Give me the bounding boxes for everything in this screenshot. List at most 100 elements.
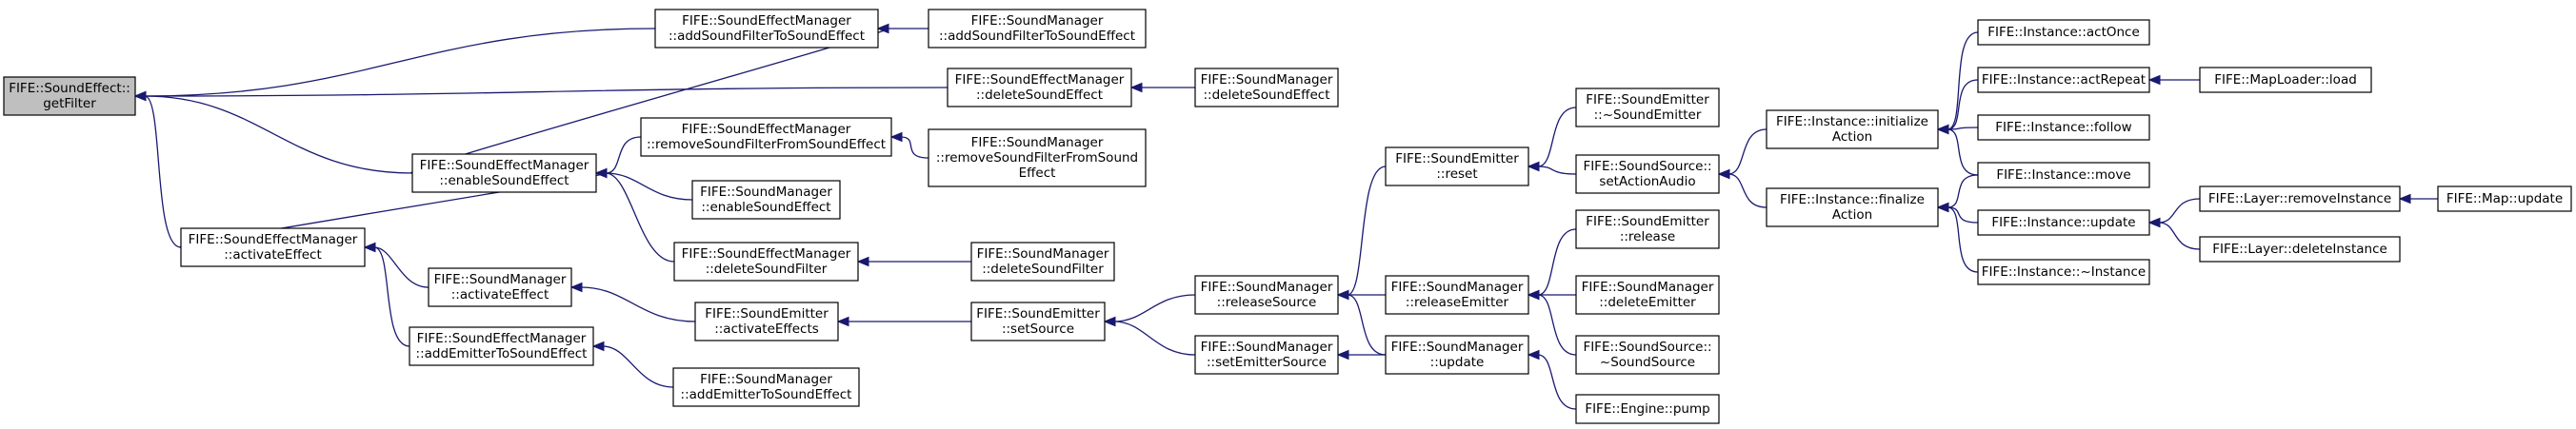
node-box [1977, 259, 2150, 285]
graph-node-n25[interactable]: FIFE::SoundManager::deleteEmitter [1575, 275, 1720, 315]
node-box [1575, 154, 1720, 194]
graph-node-n7[interactable]: FIFE::SoundManager::removeSoundFilterFro… [928, 128, 1147, 187]
graph-node-n23[interactable]: FIFE::SoundSource::setActionAudio [1575, 154, 1720, 194]
node-label-line: ::activateEffects [714, 322, 819, 337]
graph-node-n5[interactable]: FIFE::SoundEffectManager::enableSoundEff… [411, 153, 597, 193]
node-label-line: ::addEmitterToSoundEffect [416, 346, 588, 361]
graph-node-n1[interactable]: FIFE::SoundEffectManager::addSoundFilter… [654, 9, 879, 49]
edge-n1-to-n0 [133, 28, 656, 102]
edge-line [1347, 166, 1387, 296]
graph-node-n39[interactable]: FIFE::Map::update [2437, 185, 2572, 212]
graph-node-n6[interactable]: FIFE::SoundEffectManager::removeSoundFil… [640, 117, 892, 157]
graph-node-n35[interactable]: FIFE::Instance::~Instance [1977, 259, 2150, 285]
edge-arrowhead [1527, 349, 1540, 361]
graph-node-n14[interactable]: FIFE::SoundEffectManager::addEmitterToSo… [409, 326, 594, 366]
node-box [2199, 67, 2372, 93]
node-label-line: FIFE::Instance::update [1991, 215, 2135, 230]
edge-line [602, 345, 674, 388]
node-box [947, 68, 1132, 107]
node-box [673, 242, 859, 282]
graph-node-n31[interactable]: FIFE::Instance::actRepeat [1977, 67, 2150, 93]
edge-arrowhead [2147, 217, 2161, 228]
node-label-line: FIFE::SoundManager [971, 135, 1104, 150]
node-label-line: ::addSoundFilterToSoundEffect [939, 29, 1135, 44]
graph-node-n2[interactable]: FIFE::SoundManager::addSoundFilterToSoun… [928, 9, 1147, 49]
node-label-line: FIFE::SoundManager [1201, 340, 1333, 355]
edge-n14-to-n11 [363, 242, 410, 347]
edge-n21-to-n17 [1336, 289, 1387, 356]
node-label-line: ::removeSoundFilterFromSound [936, 150, 1138, 166]
graph-node-n34[interactable]: FIFE::Instance::update [1977, 209, 2150, 236]
node-label-line: ~SoundSource [1600, 355, 1695, 370]
edge-line [1947, 174, 1979, 208]
node-box [691, 180, 841, 220]
graph-node-n11[interactable]: FIFE::SoundEffectManager::activateEffect [180, 227, 366, 267]
graph-node-n32[interactable]: FIFE::Instance::follow [1977, 114, 2150, 141]
graph-node-n3[interactable]: FIFE::SoundEffectManager::deleteSoundEff… [947, 68, 1132, 107]
graph-node-n18[interactable]: FIFE::SoundManager::setEmitterSource [1194, 335, 1339, 375]
node-label-line: ::releaseEmitter [1406, 295, 1509, 310]
graph-node-n21[interactable]: FIFE::SoundManager::update [1385, 335, 1529, 375]
graph-node-n26[interactable]: FIFE::SoundSource::~SoundSource [1575, 335, 1720, 375]
node-label-line: Effect [1019, 166, 1056, 181]
edge-n16-to-n13 [836, 316, 972, 327]
edge-n10-to-n9 [856, 256, 972, 267]
node-label-line: FIFE::SoundEmitter [1395, 151, 1519, 166]
edge-n29-to-n23 [1717, 168, 1767, 208]
node-label-line: FIFE::MapLoader::load [2214, 72, 2357, 88]
edge-line [1947, 128, 1979, 176]
node-box [1575, 209, 1720, 249]
graph-node-n24[interactable]: FIFE::SoundEmitter::release [1575, 209, 1720, 249]
node-box [1766, 187, 1939, 227]
graph-node-n4[interactable]: FIFE::SoundManager::deleteSoundEffect [1194, 68, 1339, 107]
graph-node-n33[interactable]: FIFE::Instance::move [1977, 162, 2150, 188]
graph-node-n19[interactable]: FIFE::SoundEmitter::reset [1385, 146, 1529, 186]
edge-line [1113, 321, 1196, 356]
graph-node-n10[interactable]: FIFE::SoundManager::deleteSoundFilter [970, 242, 1115, 282]
graph-node-n17[interactable]: FIFE::SoundManager::releaseSource [1194, 275, 1339, 315]
node-box [409, 326, 594, 366]
node-box [180, 227, 366, 267]
edge-line [580, 286, 696, 322]
node-label-line: FIFE::Instance::move [1996, 167, 2130, 183]
edge-n23-to-n19 [1527, 161, 1577, 175]
graph-node-n30[interactable]: FIFE::Instance::actOnce [1977, 19, 2150, 46]
node-label-line: FIFE::SoundEmitter [976, 306, 1100, 322]
graph-node-n20[interactable]: FIFE::SoundManager::releaseEmitter [1385, 275, 1529, 315]
graph-node-n36[interactable]: FIFE::MapLoader::load [2199, 67, 2372, 93]
graph-node-n27[interactable]: FIFE::Engine::pump [1575, 394, 1720, 424]
graph-node-n16[interactable]: FIFE::SoundEmitter::setSource [970, 302, 1106, 341]
node-box [2199, 236, 2401, 263]
graph-node-n15[interactable]: FIFE::SoundManager::addEmitterToSoundEff… [672, 367, 860, 407]
graph-node-n13[interactable]: FIFE::SoundEmitter::activateEffects [694, 302, 839, 341]
node-label-line: FIFE::Instance::follow [1995, 120, 2131, 135]
node-label-line: ::activateEffect [224, 247, 322, 263]
graph-node-n8[interactable]: FIFE::SoundManager::enableSoundEffect [691, 180, 841, 220]
edge-line [1537, 107, 1577, 167]
node-label-line: getFilter [43, 96, 96, 111]
edge-arrowhead [1336, 349, 1349, 361]
edge-line [605, 136, 642, 174]
node-label-line: FIFE::SoundManager [971, 13, 1104, 29]
node-label-line: ::deleteSoundEffect [1204, 88, 1330, 103]
edge-n38-to-n34 [2147, 217, 2201, 250]
node-box [1575, 275, 1720, 315]
graph-node-n38[interactable]: FIFE::Layer::deleteInstance [2199, 236, 2401, 263]
root-node-n0[interactable]: FIFE::SoundEffect::getFilter [3, 76, 136, 116]
graph-node-n12[interactable]: FIFE::SoundManager::activateEffect [428, 267, 572, 307]
edge-n13-to-n12 [569, 282, 696, 322]
edge-line [1537, 354, 1577, 410]
edge-n18-to-n16 [1103, 316, 1196, 356]
edge-line [1727, 128, 1767, 175]
graph-node-n22[interactable]: FIFE::SoundEmitter::~SoundEmitter [1575, 88, 1720, 127]
node-label-line: FIFE::Layer::deleteInstance [2212, 242, 2387, 257]
edge-line [1537, 166, 1577, 175]
graph-node-n37[interactable]: FIFE::Layer::removeInstance [2199, 185, 2401, 212]
node-layer: FIFE::SoundEffect::getFilterFIFE::SoundE… [3, 9, 2572, 424]
edge-line [605, 172, 675, 263]
graph-node-n9[interactable]: FIFE::SoundEffectManager::deleteSoundFil… [673, 242, 859, 282]
edge-line [144, 95, 182, 248]
